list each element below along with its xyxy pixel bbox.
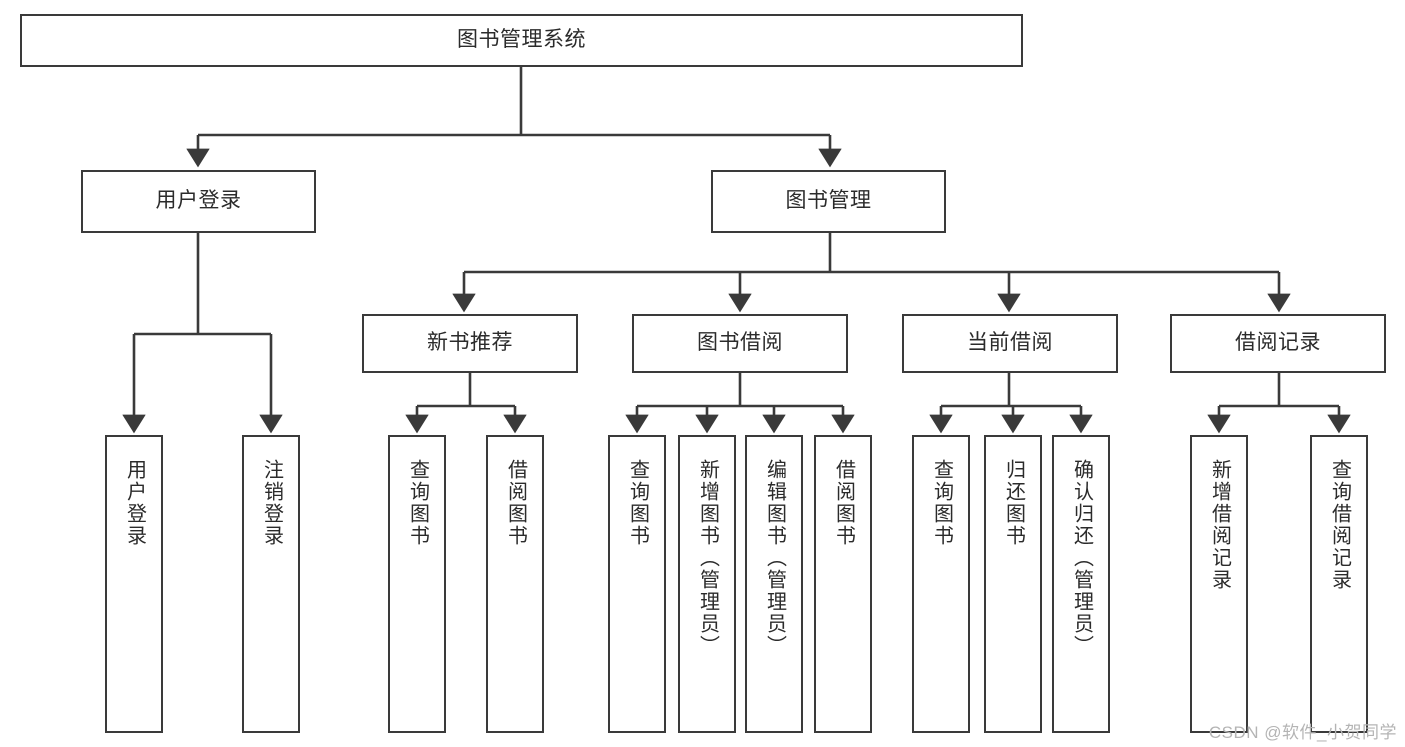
node-label: 确认归还（管理员）: [1070, 459, 1093, 657]
node-label: 借阅记录: [1235, 331, 1321, 355]
node-leaf-return-book[interactable]: 归还图书: [984, 435, 1042, 733]
node-label: 用户登录: [123, 459, 146, 547]
node-label: 图书管理: [785, 189, 872, 213]
node-leaf-borrow-book[interactable]: 借阅图书: [814, 435, 872, 733]
node-book-borrow[interactable]: 图书借阅: [632, 314, 848, 373]
node-label: 新增图书（管理员）: [696, 459, 719, 657]
node-leaf-user-logout[interactable]: 注销登录: [242, 435, 300, 733]
node-label: 注销登录: [260, 459, 283, 547]
node-leaf-query-book-recommend[interactable]: 查询图书: [388, 435, 446, 733]
node-current-borrow[interactable]: 当前借阅: [902, 314, 1118, 373]
watermark-text: CSDN @软件_小贺同学: [1208, 723, 1397, 742]
node-label: 图书借阅: [697, 331, 783, 355]
node-label: 归还图书: [1002, 459, 1025, 547]
node-label: 查询借阅记录: [1328, 459, 1351, 591]
node-label: 查询图书: [626, 459, 649, 547]
node-label: 当前借阅: [967, 331, 1053, 355]
node-label: 查询图书: [930, 459, 953, 547]
node-leaf-query-book-current[interactable]: 查询图书: [912, 435, 970, 733]
node-label: 新增借阅记录: [1208, 459, 1231, 591]
node-leaf-query-borrow-record[interactable]: 查询借阅记录: [1310, 435, 1368, 733]
node-book-manage[interactable]: 图书管理: [711, 170, 946, 233]
node-leaf-query-book[interactable]: 查询图书: [608, 435, 666, 733]
node-label: 编辑图书（管理员）: [763, 459, 786, 657]
node-leaf-user-login[interactable]: 用户登录: [105, 435, 163, 733]
node-label: 借阅图书: [504, 459, 527, 547]
node-leaf-add-borrow-record[interactable]: 新增借阅记录: [1190, 435, 1248, 733]
node-label: 用户登录: [155, 189, 242, 213]
node-borrow-record[interactable]: 借阅记录: [1170, 314, 1386, 373]
node-leaf-edit-book-admin[interactable]: 编辑图书（管理员）: [745, 435, 803, 733]
node-label: 借阅图书: [832, 459, 855, 547]
node-leaf-confirm-return-admin[interactable]: 确认归还（管理员）: [1052, 435, 1110, 733]
node-label: 新书推荐: [427, 331, 513, 355]
node-label: 图书管理系统: [457, 28, 586, 52]
node-leaf-add-book-admin[interactable]: 新增图书（管理员）: [678, 435, 736, 733]
node-new-book-recommend[interactable]: 新书推荐: [362, 314, 578, 373]
node-user-login[interactable]: 用户登录: [81, 170, 316, 233]
node-leaf-borrow-book-recommend[interactable]: 借阅图书: [486, 435, 544, 733]
node-root-system[interactable]: 图书管理系统: [20, 14, 1023, 67]
node-label: 查询图书: [406, 459, 429, 547]
